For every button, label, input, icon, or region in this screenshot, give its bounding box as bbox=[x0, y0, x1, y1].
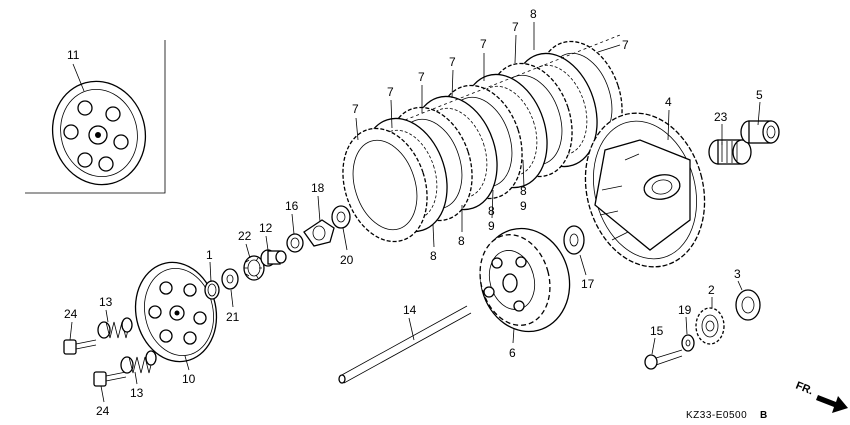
callout-15: 15 bbox=[650, 324, 664, 338]
callout-21: 21 bbox=[226, 310, 240, 324]
callout-3: 3 bbox=[734, 267, 741, 281]
callout-20: 20 bbox=[340, 253, 354, 267]
bearing-3 bbox=[735, 289, 761, 321]
clutch-outer bbox=[584, 112, 706, 268]
primary-drive-gear bbox=[695, 307, 725, 345]
lifter-rod bbox=[338, 305, 472, 384]
direction-label: FR. bbox=[794, 380, 815, 398]
callout-8: 8 bbox=[488, 204, 495, 218]
washer-20 bbox=[331, 205, 351, 229]
callout-9: 9 bbox=[488, 219, 495, 233]
callout-11: 11 bbox=[67, 48, 80, 62]
collar bbox=[740, 120, 780, 144]
callout-7: 7 bbox=[449, 55, 456, 69]
callout-12: 12 bbox=[259, 221, 273, 235]
callout-24: 24 bbox=[64, 307, 78, 321]
callout-13: 13 bbox=[130, 386, 144, 400]
thrust-washer bbox=[563, 225, 585, 255]
callout-8: 8 bbox=[458, 234, 465, 248]
callout-24: 24 bbox=[96, 404, 110, 418]
callout-7: 7 bbox=[512, 20, 519, 34]
callout-23: 23 bbox=[714, 110, 728, 124]
callout-8: 8 bbox=[520, 184, 527, 198]
callout-2: 2 bbox=[708, 283, 715, 297]
front-arrow-icon bbox=[816, 395, 848, 413]
clutch-plate-stack bbox=[342, 34, 623, 243]
callout-6: 6 bbox=[509, 346, 516, 360]
bolt-15 bbox=[644, 349, 683, 370]
washer-19 bbox=[681, 334, 695, 352]
diagram-code-text: KZ33-E0500 bbox=[686, 410, 747, 421]
callout-7: 7 bbox=[352, 102, 359, 116]
washer-21 bbox=[221, 268, 239, 290]
callout-7: 7 bbox=[418, 70, 425, 84]
diagram-code-suffix: B bbox=[760, 410, 768, 421]
spring-upper bbox=[97, 317, 133, 339]
callout-22: 22 bbox=[238, 229, 252, 243]
callout-13: 13 bbox=[99, 295, 113, 309]
spring-lower bbox=[120, 350, 157, 374]
callout-9: 9 bbox=[520, 199, 527, 213]
callout-17: 17 bbox=[581, 277, 595, 291]
callout-18: 18 bbox=[311, 181, 325, 195]
inset-pressure-plate bbox=[25, 40, 166, 194]
callout-1: 1 bbox=[206, 248, 213, 262]
snap-ring bbox=[204, 280, 220, 300]
clutch-center bbox=[479, 227, 571, 333]
nut-16 bbox=[286, 233, 304, 253]
needle-bearing-23 bbox=[708, 139, 752, 165]
lifter-piece-12 bbox=[260, 249, 287, 267]
leader-lines bbox=[69, 22, 761, 403]
front-direction-indicator: FR. bbox=[794, 380, 848, 413]
callout-7: 7 bbox=[622, 38, 629, 52]
callout-8: 8 bbox=[430, 249, 437, 263]
bolt-upper bbox=[63, 339, 97, 355]
diagram-code: KZ33-E0500 B bbox=[686, 410, 768, 421]
needle-bearing-22 bbox=[243, 255, 265, 281]
callout-7: 7 bbox=[387, 85, 394, 99]
lock-washer-18 bbox=[303, 219, 335, 247]
callout-5: 5 bbox=[756, 88, 763, 102]
callout-14: 14 bbox=[403, 303, 417, 317]
callout-7: 7 bbox=[480, 37, 487, 51]
callout-19: 19 bbox=[678, 303, 692, 317]
callout-16: 16 bbox=[285, 199, 299, 213]
callout-4: 4 bbox=[665, 95, 672, 109]
callout-labels: 11 7 7 7 7 7 7 7 8 4 23 5 18 16 12 22 1 … bbox=[64, 7, 763, 418]
callout-10: 10 bbox=[182, 372, 196, 386]
callout-8: 8 bbox=[530, 7, 537, 21]
bolt-lower bbox=[93, 371, 127, 387]
